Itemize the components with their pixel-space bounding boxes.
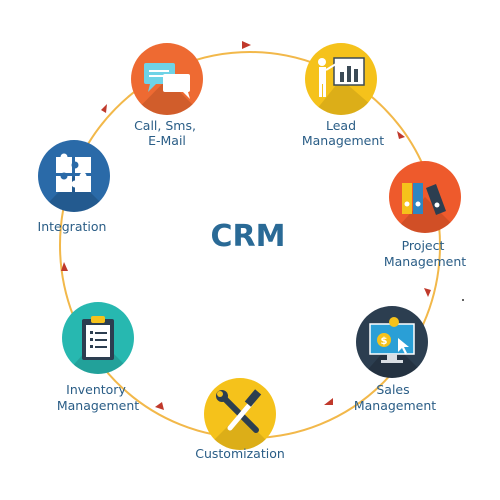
label-integration: Integration	[38, 219, 107, 234]
arrow-5	[155, 402, 164, 410]
arrow-4	[324, 398, 333, 405]
stray-dot	[462, 299, 464, 301]
puzzle-icon	[56, 153, 91, 192]
label-sales: Sales Management	[354, 382, 436, 413]
wrench-hammer-icon	[216, 389, 262, 433]
node-integration	[38, 140, 110, 212]
cycle-arrows	[61, 41, 431, 410]
node-project	[389, 161, 461, 233]
arrow-1	[242, 41, 251, 49]
arrow-2	[397, 131, 405, 139]
arrow-7	[101, 104, 107, 113]
label-lead: Lead Management	[302, 118, 384, 148]
monitor-dollar-icon: $	[369, 317, 415, 363]
svg-text:$: $	[381, 336, 388, 347]
presentation-board-icon	[318, 57, 365, 97]
label-project: Project Management	[384, 238, 466, 269]
clipboard-icon	[82, 316, 114, 360]
center-title: CRM	[211, 219, 286, 254]
node-custom	[204, 378, 276, 450]
node-sales: $	[356, 306, 428, 378]
chat-bubbles-icon	[144, 63, 190, 99]
arrow-6	[61, 262, 68, 271]
label-custom: Customization	[195, 446, 285, 461]
binders-icon	[402, 183, 446, 215]
label-call: Call, Sms, E-Mail	[134, 118, 200, 148]
node-inventory	[62, 302, 134, 374]
label-inventory: Inventory Management	[57, 382, 139, 413]
arrow-3	[424, 288, 431, 297]
